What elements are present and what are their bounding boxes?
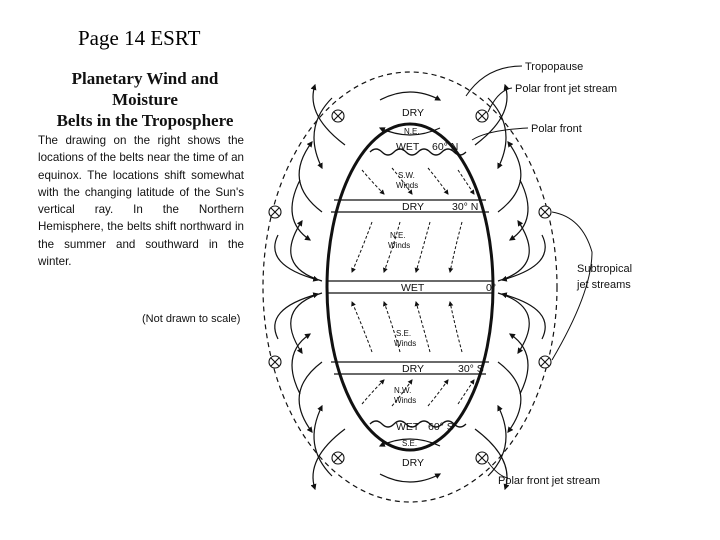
zone-wet-60s: WET xyxy=(396,421,420,433)
scale-note: (Not drawn to scale) xyxy=(142,313,241,325)
tropopause-outline xyxy=(262,71,558,503)
lat-60s: 60° S xyxy=(428,421,454,433)
zone-se-winds-2: Winds xyxy=(394,339,416,348)
convection-cells-right xyxy=(474,83,546,491)
subtropical-label-1: Subtropical xyxy=(577,263,632,275)
diagram-title: Planetary Wind and Moisture Belts in the… xyxy=(40,68,250,131)
callout-leaders xyxy=(465,65,593,479)
tropopause-label: Tropopause xyxy=(525,61,583,73)
lat-60n: 60° N xyxy=(432,141,458,153)
polar-cell-arrows xyxy=(378,91,442,483)
jet-stream-icon xyxy=(331,451,345,465)
jet-stream-icon xyxy=(538,205,552,219)
subtropical-label-2: jet streams xyxy=(576,279,631,291)
zone-ne-top: N.E. xyxy=(404,127,420,136)
zone-sw-winds-2: Winds xyxy=(396,181,418,190)
lat-30s: 30° S xyxy=(458,363,484,375)
description-text: The drawing on the right shows the locat… xyxy=(38,134,244,269)
zone-ne-winds-1: N.E. xyxy=(390,231,406,240)
title-line-1: Planetary Wind and Moisture xyxy=(71,69,219,109)
surface-wind-arrows xyxy=(351,167,475,407)
polar-front-label: Polar front xyxy=(531,123,582,135)
zone-sw-winds-1: S.W. xyxy=(398,171,415,180)
lat-30n: 30° N xyxy=(452,201,478,213)
zone-se-bottom: S.E. xyxy=(402,439,417,448)
jet-stream-icon xyxy=(475,451,489,465)
wave-60n xyxy=(369,148,467,156)
zone-se-winds-1: S.E. xyxy=(396,329,411,338)
earth-outline xyxy=(325,122,495,452)
page-label: Page 14 ESRT xyxy=(78,26,201,50)
jet-stream-icon xyxy=(268,205,282,219)
zone-wet-60n: WET xyxy=(396,141,420,153)
zone-nw-winds-1: N.W. xyxy=(394,386,411,395)
convection-cells-left xyxy=(274,83,346,491)
zone-nw-winds-2: Winds xyxy=(394,396,416,405)
jet-stream-symbols xyxy=(268,109,552,465)
jet-stream-icon xyxy=(538,355,552,369)
lat-0: 0° xyxy=(486,282,496,294)
wave-60s xyxy=(369,420,467,428)
zone-ne-winds-2: Winds xyxy=(388,241,410,250)
zone-wet-eq: WET xyxy=(401,282,425,294)
jet-stream-icon xyxy=(475,109,489,123)
zone-dry-30s: DRY xyxy=(402,363,424,375)
jet-stream-icon xyxy=(331,109,345,123)
polar-jet-top-label: Polar front jet stream xyxy=(515,83,617,95)
polar-jet-bottom-label: Polar front jet stream xyxy=(498,475,600,487)
latitude-lines xyxy=(327,148,493,428)
zone-dry-top: DRY xyxy=(402,107,424,119)
title-line-2: Belts in the Troposphere xyxy=(56,111,234,130)
zone-dry-30n: DRY xyxy=(402,201,424,213)
zone-dry-bottom: DRY xyxy=(402,457,424,469)
jet-stream-icon xyxy=(268,355,282,369)
